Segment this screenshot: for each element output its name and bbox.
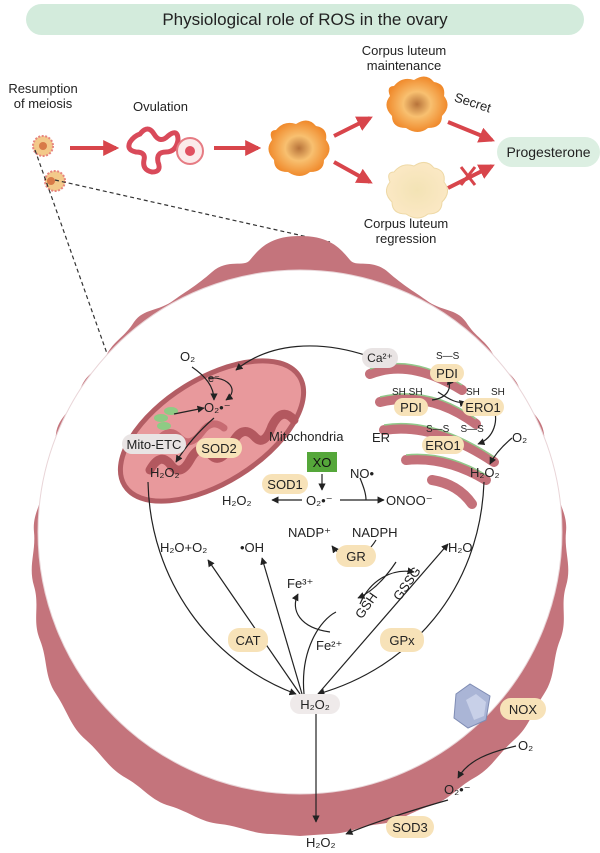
calcium-arc: [235, 345, 369, 371]
corpus-luteum-maintained: [386, 76, 448, 132]
species-h2o2-er: H₂O₂: [470, 465, 500, 480]
enzyme-sod3: SOD3: [386, 816, 434, 838]
species-o2-mito: O₂: [180, 349, 196, 364]
species-fe2: Fe²⁺: [316, 638, 343, 653]
ovulation-follicle: [126, 126, 204, 175]
species-superoxide-cyto: O₂•⁻: [306, 493, 333, 508]
arrow-etc-to-superoxide: [173, 405, 205, 415]
follicle-small-1: [32, 135, 54, 157]
enzyme-sod1: SOD1: [262, 474, 308, 494]
arrow-nox-o2: [457, 745, 517, 779]
zoom-line-left: [34, 149, 111, 363]
enzyme-sod2: SOD2: [196, 438, 242, 458]
label-cl-regression: Corpus luteum regression: [363, 216, 449, 246]
species-onoo: ONOO⁻: [386, 493, 433, 508]
species-h2o-o2: H₂O+O₂: [160, 540, 208, 555]
label-electron: e⁻: [208, 373, 220, 385]
species-h2o2-cyto: H₂O₂: [222, 493, 252, 508]
arrow-e-to-superoxide: [207, 377, 234, 401]
cell-inner-edge: [37, 269, 563, 795]
arrow-oh: [260, 557, 303, 695]
enzyme-pdi-mid: PDI: [394, 398, 428, 416]
arrow-sod2: [175, 417, 215, 463]
arrow-secret: [447, 120, 495, 143]
species-nadp: NADP⁺: [288, 525, 331, 540]
label-cl-maintenance: Corpus luteum maintenance: [361, 43, 447, 73]
calcium-badge: Ca²⁺: [362, 348, 398, 368]
corpus-luteum-regressed: [386, 162, 448, 219]
block-cross-icon: [459, 166, 477, 186]
label-mitochondria: Mitochondria: [269, 429, 344, 444]
label-er: ER: [372, 430, 391, 445]
figure-title: Physiological role of ROS in the ovary: [26, 4, 584, 35]
arrow-to-regression: [333, 160, 373, 184]
species-nadph: NADPH: [352, 525, 398, 540]
species-h2o2-bottom: H₂O₂: [306, 835, 336, 850]
label-resumption: Resumption of meiosis: [0, 81, 86, 111]
enzyme-nox: NOX: [500, 698, 546, 720]
arrow-to-maintenance: [333, 116, 373, 138]
endoplasmic-reticulum: [365, 363, 499, 509]
enzyme-gpx: GPx: [380, 628, 424, 652]
enzyme-cat: CAT: [228, 628, 268, 652]
fe-cycle-in: [302, 611, 337, 695]
enzyme-gr: GR: [336, 545, 376, 567]
mito-h2o2-to-center: [147, 481, 297, 696]
corpus-luteum: [268, 120, 330, 176]
nox-channel-icon: [453, 683, 491, 729]
species-oh: •OH: [240, 540, 265, 555]
label-resumption-text: Resumption of meiosis: [8, 81, 78, 111]
species-h2o: H₂O: [448, 540, 473, 555]
zoom-line-top: [54, 179, 331, 243]
species-no: NO•: [350, 466, 375, 481]
species-fe3: Fe³⁺: [287, 576, 314, 591]
follicle-small-2: [44, 170, 66, 192]
species-superoxide-nox: O₂•⁻: [444, 782, 471, 797]
figure-title-text: Physiological role of ROS in the ovary: [162, 9, 448, 29]
mito-etc-complex-icon: [154, 407, 178, 430]
enzyme-ero1-low: ERO1: [422, 436, 464, 454]
arrow-cat: [207, 559, 301, 695]
species-h2o2-center: H₂O₂: [290, 694, 340, 714]
label-ovulation: Ovulation: [133, 99, 188, 114]
label-shsh-ero: SH SH: [466, 387, 505, 398]
species-superoxide-mito: O₂•⁻: [204, 400, 231, 415]
enzyme-pdi-top: PDI: [430, 364, 464, 382]
enzyme-ero1-mid: ERO1: [462, 398, 504, 416]
arrow-gpx: [317, 543, 449, 695]
species-o2-nox: O₂: [518, 738, 534, 753]
enzyme-xo: XO: [307, 452, 337, 472]
species-h2o2-mito: H₂O₂: [150, 465, 180, 480]
progesterone-badge: Progesterone: [497, 137, 600, 167]
er-h2o2-to-center: [317, 481, 485, 696]
label-shsh: SH SH: [392, 387, 423, 398]
species-o2-er: O₂: [512, 430, 528, 445]
arrow-sod3: [345, 799, 449, 835]
arrow-no: [359, 477, 367, 501]
label-ss-ero: S—S S—S: [426, 424, 484, 435]
label-ss-top: S—S: [436, 351, 460, 362]
mito-etc-badge: Mito-ETC: [122, 434, 186, 454]
arrow-o2-er: [489, 437, 513, 465]
arrow-fe3: [291, 593, 331, 633]
arrow-o2-to-superoxide: [191, 366, 218, 401]
arrow-gssg-gsh: [357, 561, 397, 599]
